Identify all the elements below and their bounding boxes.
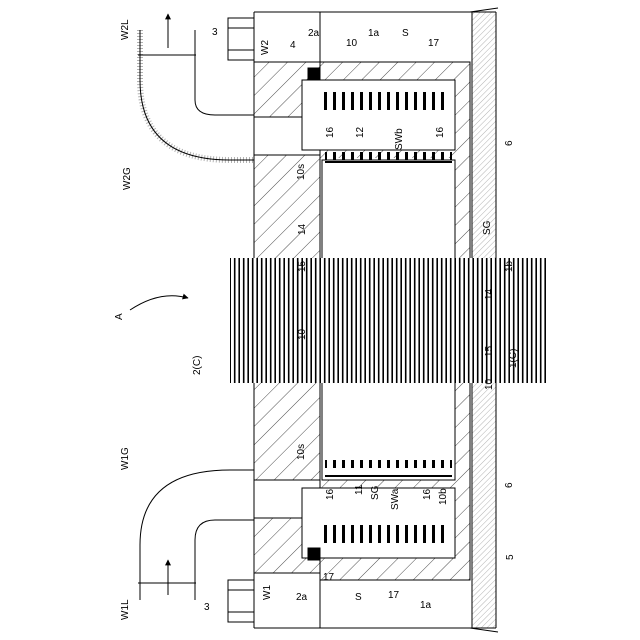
spacers-top <box>320 92 450 110</box>
label-15-right: 15 <box>484 345 495 357</box>
label-17-bl: 17 <box>323 572 335 583</box>
seal-4-bottom <box>308 548 320 560</box>
label-s-top: S <box>402 28 409 39</box>
label-w1: W1 <box>262 585 273 600</box>
label-2a-bottom: 2a <box>296 592 308 603</box>
label-16-tl: 16 <box>325 126 336 138</box>
label-17-top: 17 <box>428 38 440 49</box>
label-w2l: W2L <box>120 19 131 40</box>
label-10-right: 10 <box>484 378 495 390</box>
label-16-tr: 16 <box>435 126 446 138</box>
label-swb: SWb <box>394 128 405 150</box>
label-14-left: 14 <box>297 223 308 235</box>
label-swa: SWa <box>390 488 401 510</box>
label-5: 5 <box>505 554 516 560</box>
label-14-right: 14 <box>484 288 495 300</box>
label-1b: 1b <box>504 260 515 272</box>
chamber-12 <box>302 80 455 150</box>
flange-bolt-top <box>228 18 254 60</box>
label-11: 11 <box>354 484 365 495</box>
label-6-bottom: 6 <box>504 482 515 488</box>
label-a: A <box>114 313 125 320</box>
label-3-top: 3 <box>212 27 218 38</box>
label-2c: 2(C) <box>192 356 203 375</box>
label-w1g: W1G <box>120 447 131 470</box>
label-1a-bottom: 1a <box>420 600 432 611</box>
label-16-br: 16 <box>422 488 433 500</box>
label-16-bl: 16 <box>325 488 336 500</box>
flange-bolt-bottom <box>228 580 254 622</box>
label-1a-top: 1a <box>368 28 380 39</box>
label-2a-top: 2a <box>308 28 320 39</box>
label-17-br: 17 <box>388 590 400 601</box>
label-w1l: W1L <box>120 599 131 620</box>
label-3-bottom: 3 <box>204 602 210 613</box>
label-15-left: 15 <box>297 260 308 272</box>
label-6-top: 6 <box>504 140 515 146</box>
label-12: 12 <box>355 126 366 138</box>
label-1c: 1(C) <box>508 349 519 368</box>
label-sg-bottom: SG <box>370 485 381 500</box>
label-10b: 10b <box>438 488 449 505</box>
label-10s-bottom: 10s <box>296 444 307 460</box>
spacers-bottom <box>320 525 450 543</box>
label-sg-right: SG <box>482 220 493 235</box>
label-10-top: 10 <box>346 38 358 49</box>
label-s-bottom: S <box>355 592 362 603</box>
label-w2g: W2G <box>122 167 133 190</box>
seal-4-top <box>308 68 320 80</box>
label-4: 4 <box>290 40 296 51</box>
arrow-a <box>130 296 188 310</box>
label-10-mid: 10 <box>297 328 308 340</box>
label-10s-top: 10s <box>296 164 307 180</box>
label-w2: W2 <box>260 40 271 55</box>
